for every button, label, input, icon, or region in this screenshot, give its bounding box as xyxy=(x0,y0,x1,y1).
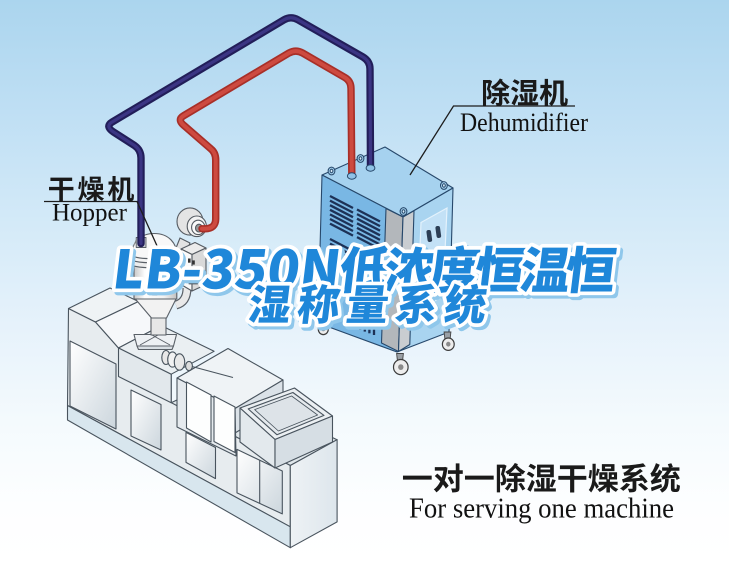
svg-text:For serving one machine: For serving one machine xyxy=(409,493,674,525)
svg-text:Hopper: Hopper xyxy=(52,200,128,227)
svg-text:Dehumidifier: Dehumidifier xyxy=(460,108,588,137)
